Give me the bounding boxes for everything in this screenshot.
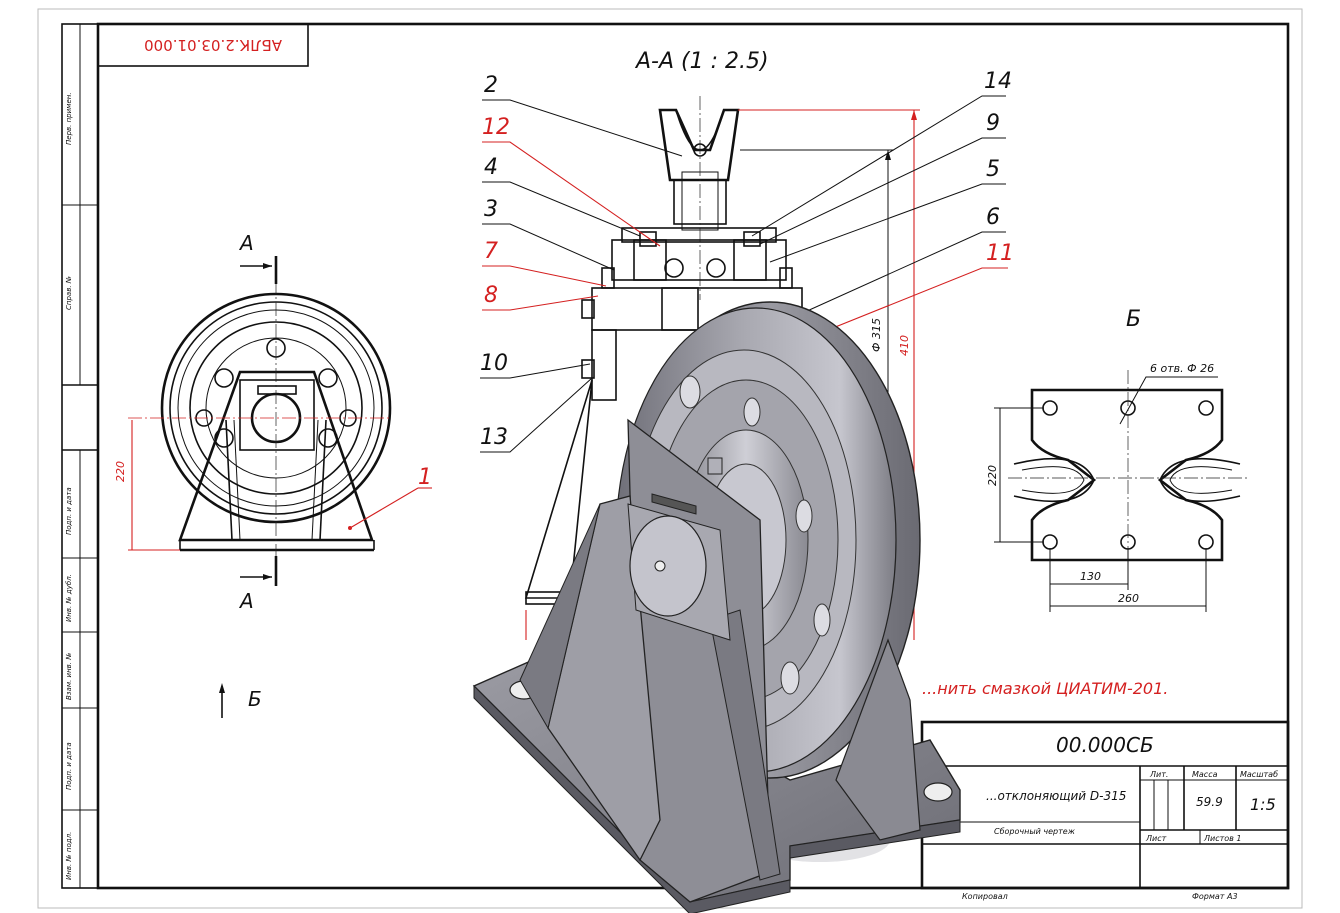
doc-number: 00.000СБ	[1056, 733, 1154, 757]
callout-6: 6	[986, 205, 1000, 230]
callout-12: 12	[482, 115, 510, 140]
section-mark-a-bottom: А	[238, 589, 254, 613]
callout-9: 9	[986, 111, 1000, 136]
format-label: Формат А3	[1192, 892, 1238, 901]
col-lit: Лит.	[1149, 770, 1168, 779]
callout-8: 8	[484, 283, 498, 308]
product-name: ...отклоняющий D-315	[986, 789, 1126, 803]
section-view	[524, 96, 920, 640]
stamp-mirrored: АБЛК.2.03.01.000	[144, 36, 282, 54]
section-mark-a-top: А	[238, 231, 254, 255]
side-stamp-2: Справ. №	[65, 276, 73, 310]
callout-2: 2	[484, 73, 498, 98]
sheets-label: Листов 1	[1203, 834, 1242, 843]
technical-note: ...нить смазкой ЦИАТИМ-201.	[922, 679, 1168, 698]
dim-d315: Ф 315	[870, 318, 883, 352]
scale-value: 1:5	[1250, 795, 1276, 814]
callout-13: 13	[480, 425, 508, 450]
side-stamp-5: Взам. инв. №	[65, 652, 73, 700]
view-b-title: Б	[1126, 307, 1141, 332]
mass-value: 59.9	[1196, 795, 1223, 809]
callout-14: 14	[984, 69, 1012, 94]
callout-11: 11	[986, 241, 1014, 266]
callout-7: 7	[484, 239, 498, 264]
callout-4: 4	[484, 155, 498, 180]
callout-5: 5	[986, 157, 1000, 182]
callout-10: 10	[480, 351, 508, 376]
section-title: А-А (1 : 2.5)	[634, 49, 769, 74]
side-stamp-1: Перв. примен.	[65, 92, 73, 145]
callout-leaders	[480, 95, 1008, 453]
dim-410: 410	[898, 335, 911, 356]
dim-holes: 6 отв. Ф 26	[1150, 362, 1214, 375]
render-3d	[472, 301, 961, 913]
side-stamp-4: Инв. № дубл.	[65, 574, 73, 622]
doc-type: Сборочный чертеж	[994, 827, 1076, 836]
sheet-label: Лист	[1145, 834, 1167, 843]
side-stamp-7: Инв. № подл.	[65, 832, 73, 880]
front-view	[128, 256, 432, 718]
view-b-plate	[994, 370, 1248, 612]
col-scale: Масштаб	[1240, 770, 1278, 779]
callout-red-1: 1	[418, 465, 432, 490]
col-mass: Масса	[1192, 770, 1218, 779]
copied-label: Копировал	[962, 892, 1008, 901]
view-b-arrow-label: Б	[248, 687, 262, 711]
side-stamps: Перв. примен. Справ. № Подп. и дата Инв.…	[65, 92, 73, 880]
dim-220-right: 220	[986, 465, 999, 486]
side-stamp-3: Подп. и дата	[65, 487, 73, 535]
callout-3: 3	[484, 197, 498, 222]
dim-130: 130	[1080, 570, 1101, 583]
dim-220-left: 220	[114, 461, 127, 482]
side-stamp-6: Подп. и дата	[65, 742, 73, 790]
dim-260: 260	[1118, 592, 1139, 605]
